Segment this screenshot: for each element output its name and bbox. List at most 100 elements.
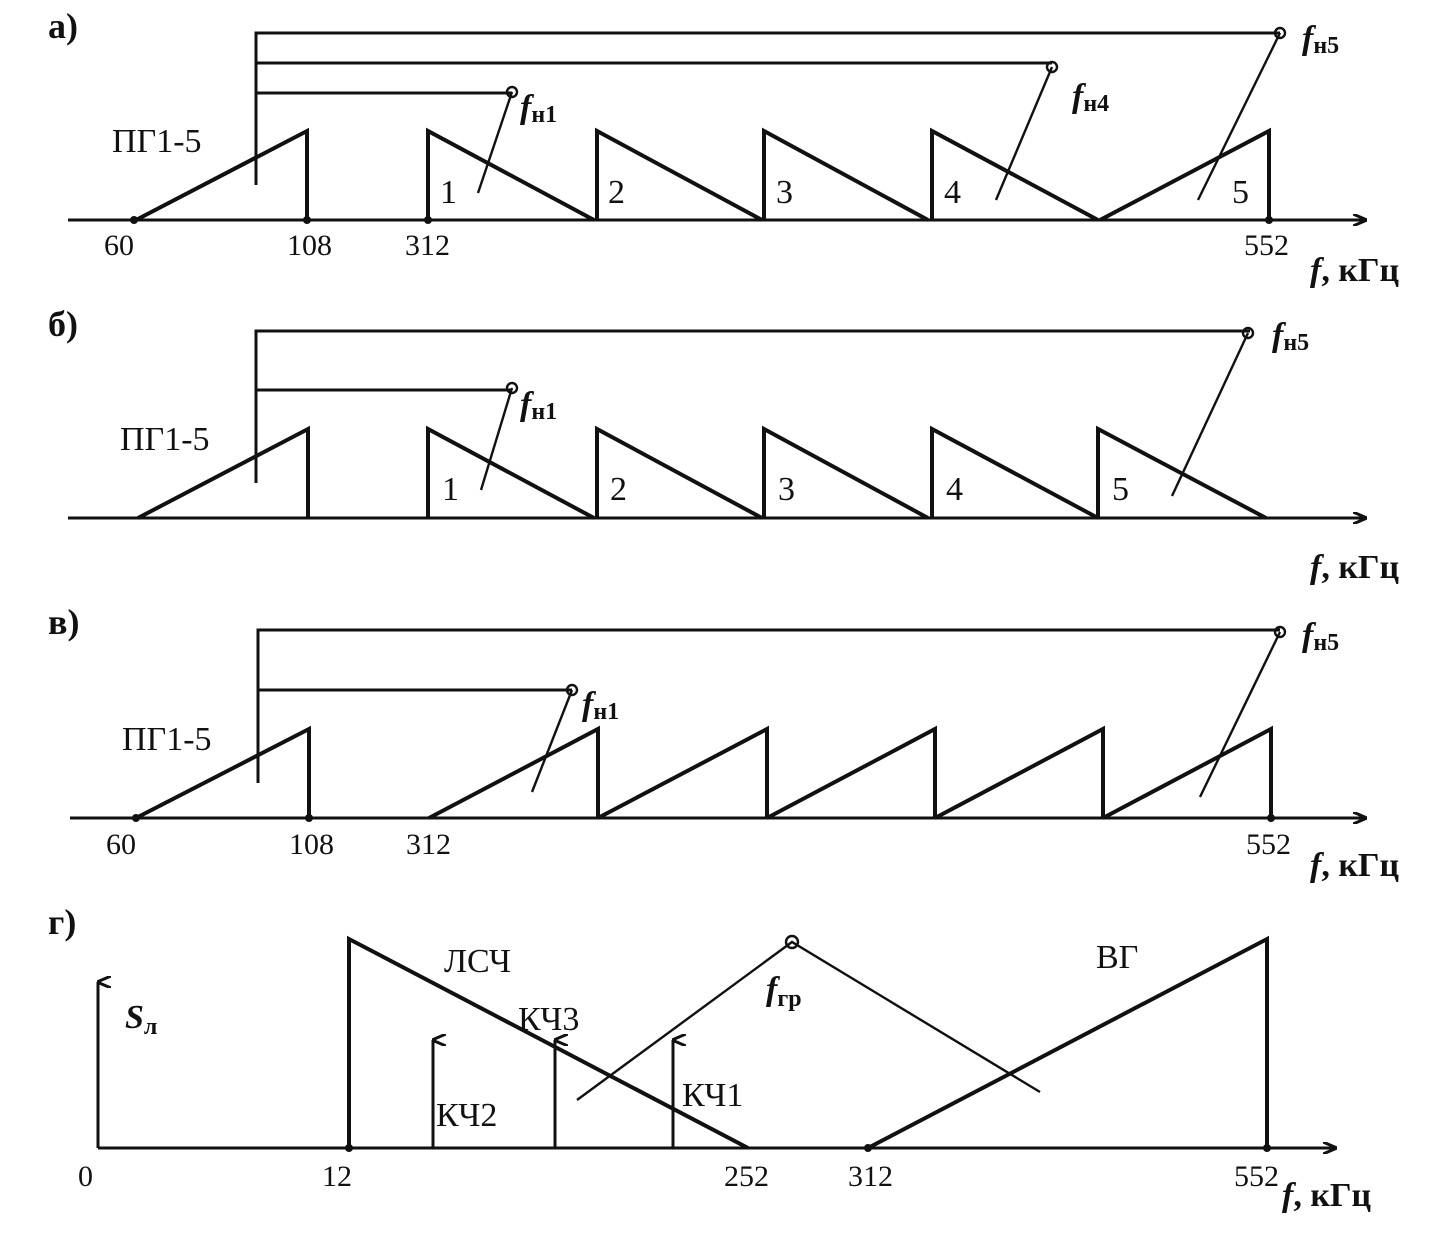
panel-a-group-spectrum: [135, 127, 309, 222]
panel-c-tick-labels: 60 108 312 552: [106, 828, 1291, 861]
panel-c-node-fn5: [1273, 625, 1287, 639]
panel-c-tick-label: 312: [406, 828, 451, 861]
panel-d-tick-dots: [345, 1144, 1271, 1152]
panel-b-leader-fn5: [1170, 332, 1250, 497]
panel-c-channel-3: [766, 725, 937, 820]
panel-a-line-fn5: [254, 31, 1280, 185]
panel-d-vg-spectrum: [867, 935, 1269, 1150]
panel-d-tick-labels: 0 12 252 312 552: [78, 1160, 1279, 1193]
panel-d-tick-dot: [345, 1144, 353, 1152]
panel-a-node-fn4: [1045, 60, 1059, 74]
panel-d-tick-label: 0: [78, 1160, 93, 1193]
panel-b-carrier-fn5: fн5: [1272, 317, 1309, 356]
panel-a-tick-dot: [1265, 216, 1273, 224]
panel-c-tick-label: 108: [289, 828, 334, 861]
panel-a-carrier-fn5: fн5: [1302, 20, 1339, 59]
panel-c-node-fn1: [565, 683, 579, 697]
panel-b-carrier-lines: [254, 326, 1255, 497]
panel-a-channel-number: 1: [440, 174, 457, 211]
panel-c-channel-1: [428, 725, 600, 820]
panel-d-tick-dot: [864, 1144, 872, 1152]
panel-a-channel-number: 4: [944, 174, 961, 211]
panel-d-carrier-node: [784, 934, 800, 950]
panel-c-channel-4: [934, 725, 1105, 820]
panel-a-channel-2: [595, 127, 763, 222]
panel-c-letter: в): [48, 602, 79, 642]
panel-c-spectra: [135, 725, 1273, 820]
panel-b-letter: б): [48, 304, 78, 344]
panel-a-tick-label: 552: [1244, 229, 1289, 262]
panel-c-line-fn5: [256, 628, 1280, 783]
panel-a-channel-5: [1099, 127, 1271, 222]
panel-b-node-fn5: [1241, 326, 1255, 340]
panel-b-node-fn1: [505, 381, 519, 395]
panel-a-tick-label: 60: [104, 229, 134, 262]
panel-c-carrier-lines: [256, 625, 1287, 798]
panel-c-leader-fn1: [530, 689, 574, 793]
panel-a-channel-numbers: 1 2 3 4 5: [440, 174, 1249, 211]
panel-d-tick-label: 252: [724, 1160, 769, 1193]
panel-c-tick-dots: [132, 814, 1275, 822]
panel-b-axis-label: f, кГц: [1310, 549, 1400, 586]
panel-b-channel-4: [930, 425, 1099, 520]
panel-a-tick-labels: 60 108 312 552: [104, 229, 1289, 262]
panel-a-axis-label: f, кГц: [1310, 252, 1400, 289]
panel-a-carrier-fn1: fн1: [520, 89, 557, 128]
panel-a-channel-number: 5: [1232, 174, 1249, 211]
panel-a-channel-number: 3: [776, 174, 793, 211]
panel-c-leader-fn5: [1198, 631, 1282, 798]
panel-b-channel-5: [1096, 425, 1267, 520]
panel-d-lsch-spectrum: [347, 935, 749, 1150]
panel-d-tick-dot: [1263, 1144, 1271, 1152]
panel-a-tick-dots: [130, 216, 1273, 224]
panel-a-tick-dot: [303, 216, 311, 224]
panel-d-band-lsch: ЛСЧ: [444, 943, 511, 980]
panel-a-carrier-fn4: fн4: [1072, 78, 1109, 117]
panel-d-carrier-spectrum: [576, 940, 1041, 1101]
panel-a: а) ПГ1-5 1 2 3 4 5: [48, 6, 1400, 289]
panel-a-group-label: ПГ1-5: [112, 123, 202, 160]
panel-a-tick-label: 312: [405, 229, 450, 262]
panel-d-axis-label: f, кГц: [1282, 1177, 1372, 1214]
panel-b-channel-number: 5: [1112, 471, 1129, 508]
panel-a-node-fn1: [505, 85, 519, 99]
panel-a-channel-1: [426, 127, 595, 222]
panel-b-line-fn5: [254, 329, 1250, 483]
panel-c-carrier-fn1: fн1: [582, 686, 619, 725]
panel-d-kch3-label: КЧ3: [518, 1001, 579, 1038]
panel-c-group-spectrum: [135, 725, 311, 820]
panel-b-channel-numbers: 1 2 3 4 5: [442, 471, 1129, 508]
panel-a-carrier-lines: [254, 26, 1287, 201]
panel-a-channel-number: 2: [608, 174, 625, 211]
panel-b-channel-3: [762, 425, 929, 520]
panel-c: в) ПГ1-5 60 108 312 552: [48, 602, 1400, 884]
panel-a-spectra: [135, 127, 1271, 222]
panel-b-leader-fn1: [479, 387, 514, 491]
panel-c-tick-dot: [1267, 814, 1275, 822]
panel-c-tick-label: 60: [106, 828, 136, 861]
panel-b-spectra: [137, 425, 1267, 520]
panel-a-leader-fn5: [1196, 32, 1282, 201]
panel-d-tick-label: 12: [322, 1160, 352, 1193]
panel-b: б) ПГ1-5 1 2 3 4 5 fн1 fн5 f: [48, 304, 1400, 586]
panel-d-carrier-fgr: fгр: [766, 971, 802, 1012]
panel-b-group-spectrum: [137, 425, 310, 520]
panel-a-tick-dot: [130, 216, 138, 224]
panel-d-kch1-label: КЧ1: [682, 1077, 743, 1114]
panel-b-channel-number: 3: [778, 471, 795, 508]
panel-b-channel-2: [595, 425, 763, 520]
panel-c-channel-2: [597, 725, 769, 820]
panel-b-channel-1: [426, 425, 595, 520]
panel-b-group-label: ПГ1-5: [120, 421, 210, 458]
panel-c-tick-label: 552: [1246, 828, 1291, 861]
panel-b-channel-number: 4: [946, 471, 963, 508]
panel-c-carrier-fn5: fн5: [1302, 617, 1339, 656]
panel-c-group-label: ПГ1-5: [122, 721, 212, 758]
panel-a-leader-fn1: [476, 91, 514, 194]
panel-d: г) Sл ЛСЧ ВГ КЧ2 КЧ3 КЧ1 fгр 0 12: [48, 902, 1372, 1214]
panel-d-kch2-label: КЧ2: [436, 1097, 497, 1134]
panel-a-letter: а): [48, 6, 78, 46]
panel-d-tick-label: 552: [1234, 1160, 1279, 1193]
panel-d-tick-label: 312: [848, 1160, 893, 1193]
